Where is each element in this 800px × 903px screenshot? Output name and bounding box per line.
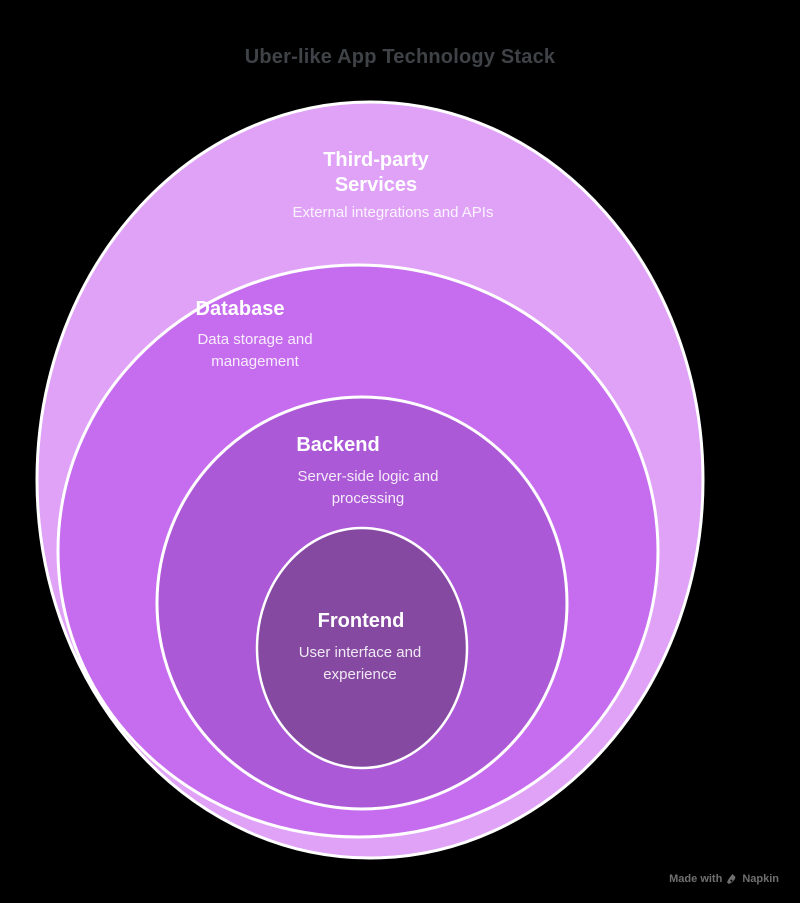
ring-frontend (255, 526, 469, 770)
description-database: Data storage and management (197, 331, 313, 370)
label-third-party-services: Third-party Services (323, 149, 429, 196)
description-backend: Server-side logic and processing (297, 468, 439, 507)
description-frontend: User interface and experience (298, 644, 422, 683)
label-frontend: Frontend (317, 610, 405, 632)
napkin-watermark: Made with Napkin (669, 872, 779, 886)
description-third-party-services: External integrations and APIs (292, 204, 494, 221)
watermark-prefix: Made with (669, 873, 723, 885)
pen-nib-icon (726, 873, 738, 885)
diagram-title: Uber-like App Technology Stack (244, 46, 556, 68)
label-database: Database (195, 298, 285, 320)
label-backend: Backend (296, 434, 380, 456)
watermark-brand: Napkin (742, 873, 779, 885)
